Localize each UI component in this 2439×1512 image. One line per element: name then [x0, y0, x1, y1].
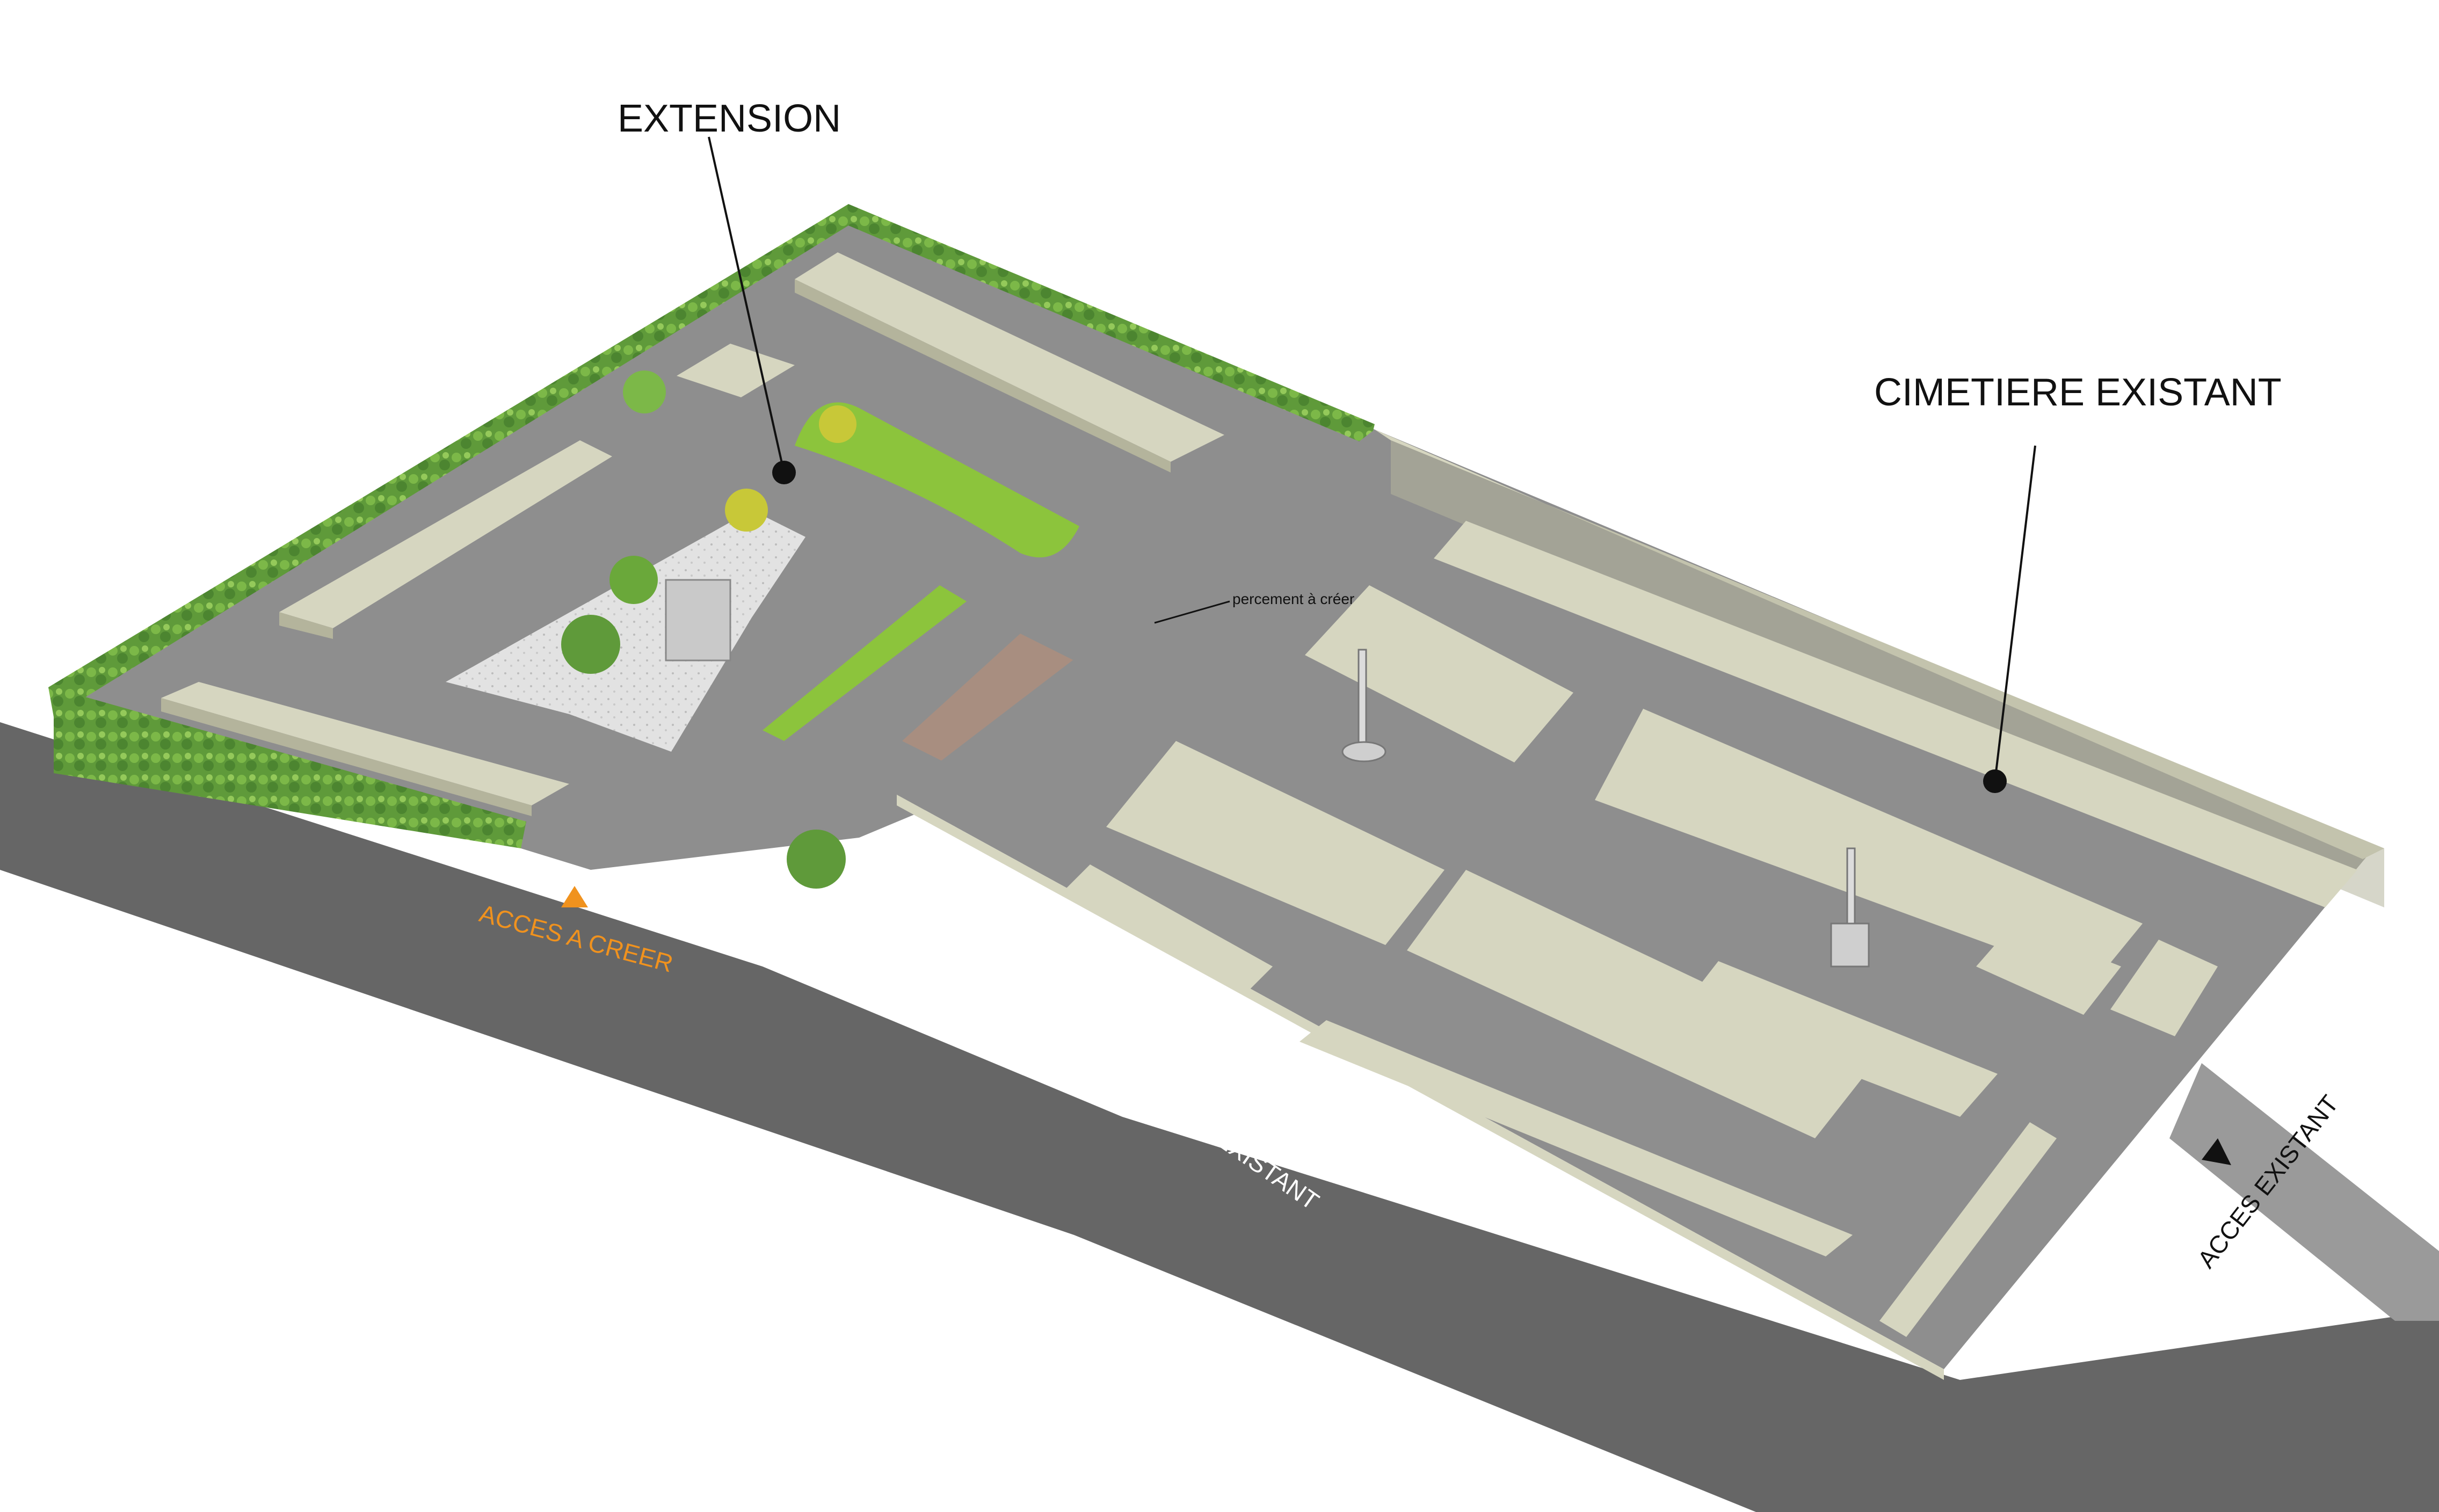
cemetery-long-slab-north	[1434, 521, 2357, 907]
road-side-right	[2169, 1063, 2439, 1321]
access-triangle-new	[561, 886, 588, 907]
leader-extension	[708, 136, 785, 473]
extension-slab-south	[161, 682, 569, 816]
extension-slab-north	[795, 252, 1224, 473]
leader-dot-extension	[772, 461, 796, 484]
access-triangle-existing-main	[1230, 1074, 1257, 1095]
extension-slab-small	[677, 344, 795, 397]
leader-cimetiere	[1994, 445, 2036, 782]
cemetery-ground	[897, 430, 2373, 1369]
label-percement: percement à créer	[1232, 591, 1354, 607]
label-cimetiere: CIMETIERE EXISTANT	[1874, 371, 2282, 414]
hedge-west	[48, 204, 848, 848]
extension-slab-west	[279, 440, 612, 639]
grass-curved-bed	[795, 402, 1079, 558]
columbarium	[665, 579, 731, 662]
gravel-central	[446, 510, 805, 752]
road-main	[0, 722, 2439, 1512]
cemetery-cross-2	[1830, 847, 1870, 968]
label-extension: EXTENSION	[618, 97, 841, 140]
leader-dot-cimetiere	[1983, 769, 2007, 793]
cemetery-cross-1	[1341, 649, 1387, 762]
trees-extension	[561, 370, 856, 889]
grass-strip-east	[763, 585, 967, 741]
leader-percement	[1154, 600, 1230, 624]
access-triangle-existing-side	[2202, 1138, 2231, 1165]
paved-crossing	[902, 634, 1074, 768]
hedge-north	[848, 204, 1375, 446]
cemetery-slabs	[1063, 585, 2218, 1337]
